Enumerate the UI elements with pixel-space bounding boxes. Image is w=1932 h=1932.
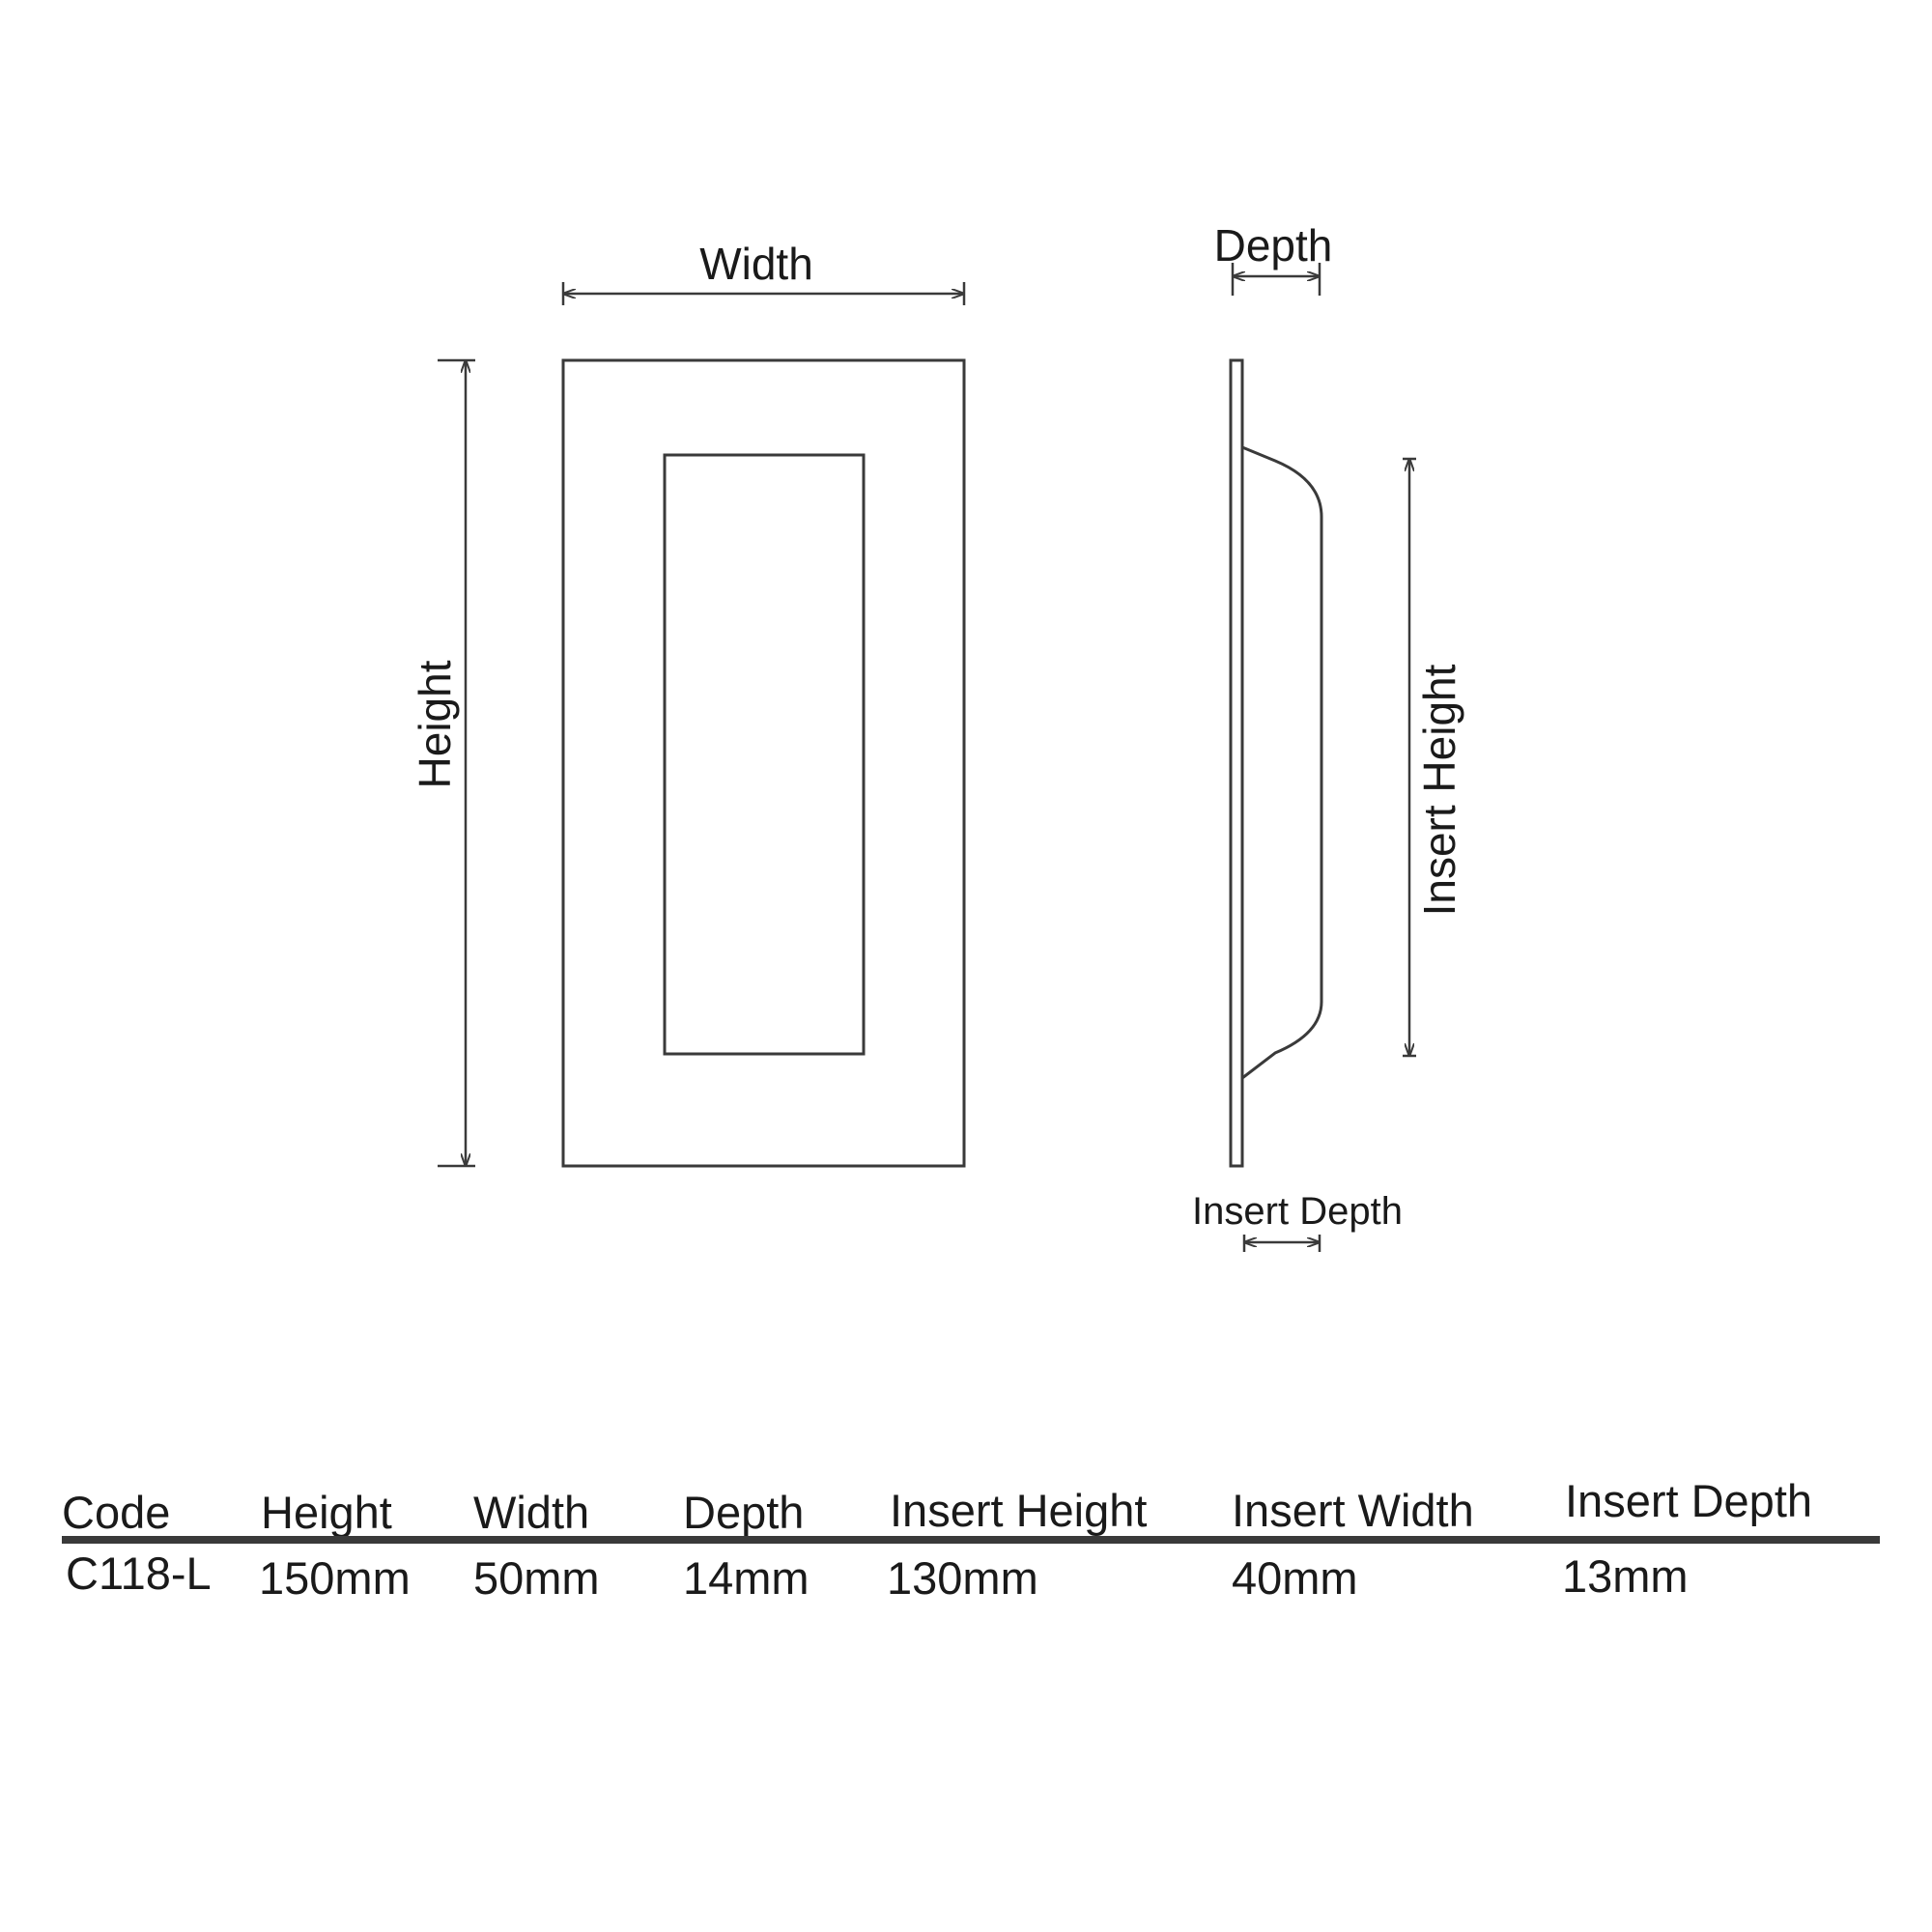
- side-view: Depth Insert Height Insert Depth: [1192, 220, 1464, 1252]
- width-label: Width: [699, 239, 813, 289]
- front-plate-outline: [561, 358, 966, 1168]
- depth-label: Depth: [1214, 220, 1333, 270]
- side-insert-profile: [1241, 445, 1323, 1080]
- front-view: Width Height: [410, 239, 966, 1168]
- front-insert-outline: [663, 453, 866, 1056]
- height-label: Height: [410, 660, 460, 788]
- insert-depth-label: Insert Depth: [1192, 1190, 1403, 1233]
- insert-height-label: Insert Height: [1414, 664, 1464, 916]
- side-plate-outline: [1229, 358, 1244, 1168]
